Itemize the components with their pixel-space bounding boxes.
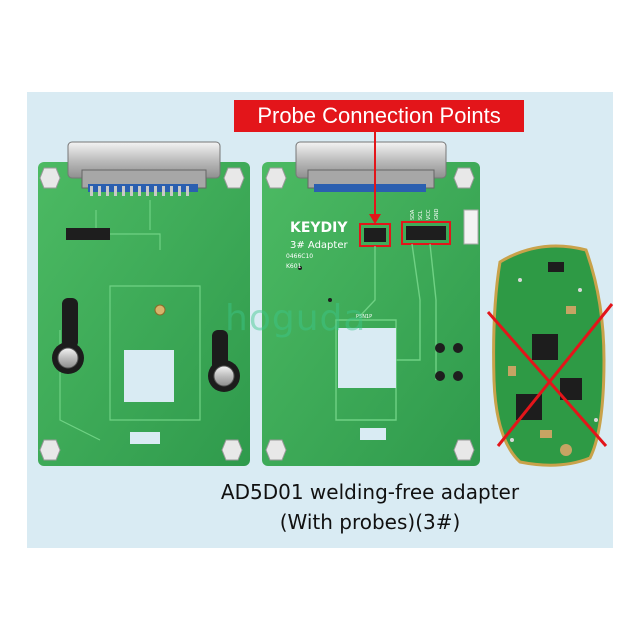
caption-line-2: (With probes)(3#) xyxy=(279,510,461,534)
pin-label-scl: SCL xyxy=(418,210,424,220)
probe-pin-header xyxy=(364,228,386,242)
cross-line-2 xyxy=(496,303,614,447)
pin-label-sda: SDA xyxy=(410,209,416,220)
model-text: 3# Adapter xyxy=(290,240,348,251)
watermark: hoguda xyxy=(225,298,367,339)
arrow-head-icon xyxy=(369,214,381,224)
brand-text: KEYDIY xyxy=(290,220,348,236)
code1-text: 0466C10 xyxy=(286,253,313,260)
connector-label-text: P5N1P xyxy=(356,314,372,320)
probe-connection-label: Probe Connection Points xyxy=(234,100,524,132)
pin-label-vcc: VCC xyxy=(426,209,432,220)
key-fob-pcb xyxy=(486,244,614,467)
pin-highlight-box xyxy=(401,221,451,245)
pin-label-gnd: GND xyxy=(434,208,440,220)
right-adapter-board: KEYDIY 3# Adapter 0466C10 K601 P5N1P SDA… xyxy=(262,132,480,466)
cross-line-1 xyxy=(486,311,608,447)
left-adapter-board xyxy=(38,141,250,466)
code2-text: K601 xyxy=(286,263,302,270)
caption-line-1: AD5D01 welding-free adapter xyxy=(220,480,520,504)
